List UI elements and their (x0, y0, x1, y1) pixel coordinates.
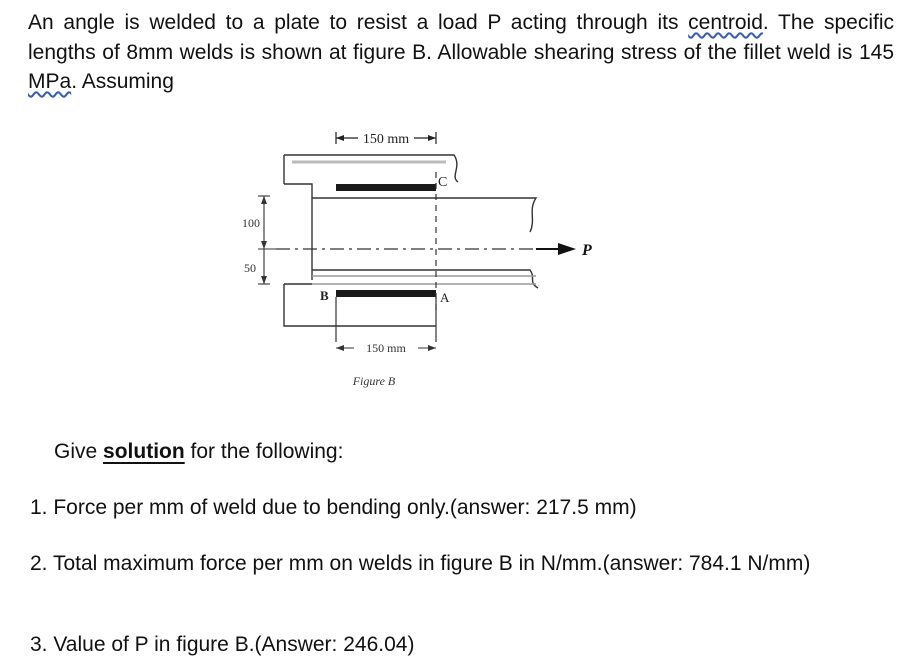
prompt-strong-word: solution (103, 440, 185, 463)
weld-a (336, 290, 436, 297)
spellcheck-word-mpa: MPa (28, 70, 72, 93)
load-label-p: P (581, 242, 592, 259)
question-1: 1. Force per mm of weld due to bending o… (30, 496, 637, 519)
bottom-dimension (336, 345, 436, 351)
prompt-rest: for the following: (190, 440, 344, 463)
angle-plate (283, 154, 539, 327)
problem-text-part2: . The specific lengths of 8mm welds is s… (28, 11, 894, 64)
load-arrow-icon (558, 243, 576, 255)
figure-b: 150 mm P (236, 112, 596, 402)
weld-c (336, 184, 436, 191)
dimension-50-label: 50 (244, 261, 256, 275)
weld-label-b: B (320, 288, 329, 303)
bottom-dimension-label: 150 mm (366, 341, 406, 355)
problem-text-part3: . Assuming (71, 70, 174, 93)
figure-caption: Figure B (352, 374, 396, 388)
problem-text-part1: An angle is welded to a plate to resist … (28, 11, 679, 34)
question-2: 2. Total maximum force per mm on welds i… (30, 552, 811, 575)
problem-statement: An angle is welded to a plate to resist … (28, 8, 894, 97)
spellcheck-word-centroid: centroid (688, 11, 763, 34)
weld-label-a: A (440, 290, 450, 305)
weld-label-c: C (438, 175, 447, 190)
prompt-lead: Give (54, 440, 98, 463)
figure-b-drawing: 150 mm P (242, 132, 592, 388)
top-dimension (335, 132, 437, 144)
solution-prompt: Give solution for the following: (54, 438, 343, 466)
top-dimension-label: 150 mm (363, 132, 409, 147)
left-dimensions (258, 195, 276, 285)
dimension-100-label: 100 (242, 216, 260, 230)
question-3: 3. Value of P in figure B.(Answer: 246.0… (30, 633, 415, 656)
